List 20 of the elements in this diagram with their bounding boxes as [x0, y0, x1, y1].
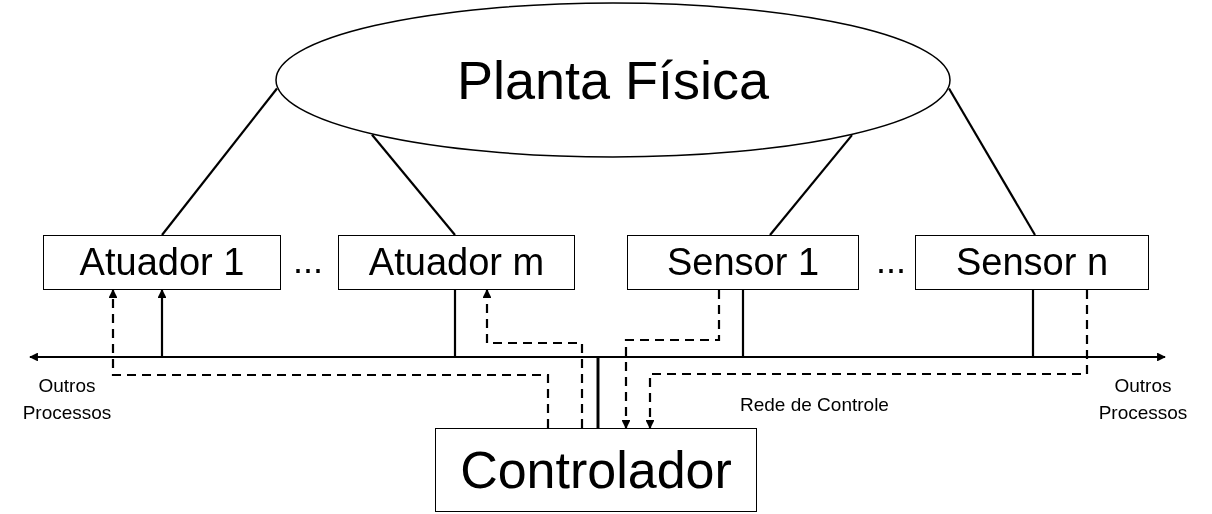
arrow	[645, 290, 1089, 429]
ellipsis: ...	[876, 240, 906, 282]
connector-line	[948, 87, 1036, 236]
ellipsis: ...	[293, 240, 323, 282]
plant-ellipse: Planta Física	[275, 2, 951, 158]
actuator-box: Atuador m	[338, 235, 575, 290]
process-label: Outros Processos	[1080, 357, 1206, 431]
arrow	[621, 290, 721, 429]
arrow	[108, 289, 550, 428]
connector-line	[161, 87, 278, 236]
actuator-box: Atuador 1	[43, 235, 281, 290]
controller-box: Controlador	[435, 428, 757, 512]
connector-line	[371, 134, 456, 236]
process-label: Outros Processos	[4, 357, 130, 431]
arrow	[482, 289, 584, 428]
network-label: Rede de Controle	[740, 394, 889, 416]
arrow	[596, 352, 1166, 428]
connector-line	[769, 134, 853, 236]
sensor-box: Sensor n	[915, 235, 1149, 290]
sensor-box: Sensor 1	[627, 235, 859, 290]
